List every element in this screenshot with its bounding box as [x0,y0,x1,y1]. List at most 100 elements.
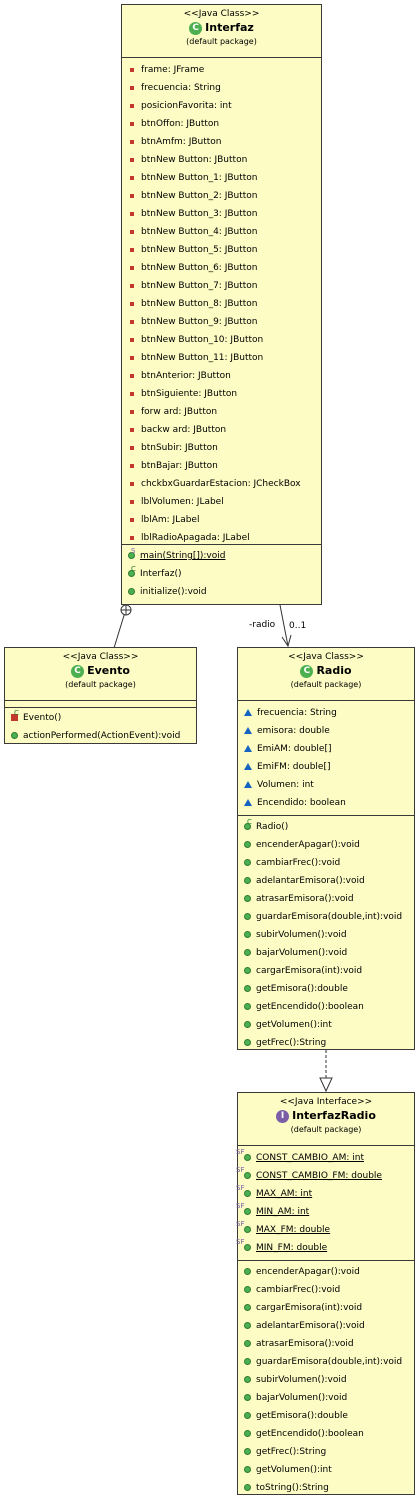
attribute-row[interactable]: lblVolumen: JLabel [122,493,321,511]
attribute-row[interactable]: frecuencia: String [122,79,321,97]
method-row[interactable]: guardarEmisora(double,int):void [238,1353,414,1371]
attribute-row[interactable]: emisora: double [238,722,414,740]
attribute-row[interactable]: btnNew Button_6: JButton [122,259,321,277]
method-row[interactable]: getFrec():String [238,1443,414,1461]
package-visibility-icon [244,745,252,752]
attribute-row[interactable]: btnNew Button_1: JButton [122,169,321,187]
attribute-row[interactable]: btnNew Button_8: JButton [122,295,321,313]
member-label: cambiarFrec():void [256,858,341,868]
static-final-icon [244,1172,251,1179]
attribute-row[interactable]: btnAmfm: JButton [122,133,321,151]
attribute-row[interactable]: EmiAM: double[] [238,740,414,758]
static-final-icon [244,1244,251,1251]
attribute-row[interactable]: btnNew Button_10: JButton [122,331,321,349]
attribute-row[interactable]: chckbxGuardarEstacion: JCheckBox [122,475,321,493]
public-icon [244,1304,251,1311]
member-label: backw ard: JButton [141,425,227,435]
member-label: btnNew Button_10: JButton [141,335,264,345]
attribute-row[interactable]: btnNew Button_5: JButton [122,241,321,259]
attribute-row[interactable]: btnNew Button: JButton [122,151,321,169]
attribute-row[interactable]: btnSiguiente: JButton [122,385,321,403]
member-label: btnBajar: JButton [141,461,218,471]
attribute-row[interactable]: btnAnterior: JButton [122,367,321,385]
private-icon [130,103,134,108]
public-icon [244,841,251,848]
attribute-row[interactable]: btnNew Button_7: JButton [122,277,321,295]
package-label: (default package) [186,37,257,46]
attribute-row[interactable]: btnNew Button_11: JButton [122,349,321,367]
attribute-row[interactable]: btnSubir: JButton [122,439,321,457]
method-row[interactable]: adelantarEmisora():void [238,1317,414,1335]
realization-arrow-icon [319,1077,333,1093]
method-row[interactable]: encenderApagar():void [238,1263,414,1281]
method-row[interactable]: getEmisora():double [238,980,414,998]
method-row[interactable]: guardarEmisora(double,int):void [238,908,414,926]
attribute-row[interactable]: lblRadioApagada: JLabel [122,529,321,547]
method-row[interactable]: subirVolumen():void [238,1371,414,1389]
method-row[interactable]: initialize():void [122,583,321,601]
attribute-row[interactable]: Encendido: boolean [238,794,414,812]
attribute-row[interactable]: frame: JFrame [122,61,321,79]
public-icon [244,877,251,884]
package-label: (default package) [290,680,362,689]
method-row[interactable]: getEncendido():boolean [238,998,414,1016]
method-row[interactable]: encenderApagar():void [238,836,414,854]
attribute-row[interactable]: btnOffon: JButton [122,115,321,133]
method-row[interactable]: getEncendido():boolean [238,1425,414,1443]
method-row[interactable]: actionPerformed(ActionEvent):void [5,727,196,745]
package-visibility-icon [244,709,252,716]
method-row[interactable]: cargarEmisora(int):void [238,962,414,980]
method-row[interactable]: bajarVolumen():void [238,1389,414,1407]
public-icon [244,1322,251,1329]
public-icon [244,1412,251,1419]
member-label: getVolumen():int [256,1020,332,1030]
stereotype: <<Java Class>> [183,9,260,19]
attribute-row[interactable]: btnNew Button_9: JButton [122,313,321,331]
member-label: btnNew Button_2: JButton [141,191,258,201]
method-row[interactable]: cargarEmisora(int):void [238,1299,414,1317]
attribute-row[interactable]: backw ard: JButton [122,421,321,439]
method-row[interactable]: atrasarEmisora():void [238,1335,414,1353]
attribute-row[interactable]: frecuencia: String [238,704,414,722]
attribute-row[interactable]: btnBajar: JButton [122,457,321,475]
method-row[interactable]: getEmisora():double [238,1407,414,1425]
attribute-row[interactable]: EmiFM: double[] [238,758,414,776]
private-icon [130,427,134,432]
attribute-row[interactable]: btnNew Button_3: JButton [122,205,321,223]
attribute-row[interactable]: forw ard: JButton [122,403,321,421]
member-label: bajarVolumen():void [256,948,348,958]
method-row[interactable]: toString():String [238,1479,414,1497]
attribute-row[interactable]: btnNew Button_4: JButton [122,223,321,241]
method-row[interactable]: cambiarFrec():void [238,1281,414,1299]
method-row[interactable]: atrasarEmisora():void [238,890,414,908]
method-row[interactable]: bajarVolumen():void [238,944,414,962]
method-row[interactable]: adelantarEmisora():void [238,872,414,890]
attribute-row[interactable]: btnNew Button_2: JButton [122,187,321,205]
method-row[interactable]: getFrec():String [238,1034,414,1052]
method-row[interactable]: getVolumen():int [238,1016,414,1034]
member-label: toString():String [256,1483,329,1493]
method-row[interactable]: cambiarFrec():void [238,854,414,872]
attribute-row[interactable]: posicionFavorita: int [122,97,321,115]
member-label: btnNew Button_1: JButton [141,173,258,183]
method-row[interactable]: getVolumen():int [238,1461,414,1479]
association-multiplicity: 0..1 [289,621,307,631]
attribute-row[interactable]: Volumen: int [238,776,414,794]
method-row[interactable]: subirVolumen():void [238,926,414,944]
attribute-row[interactable]: lblAm: JLabel [122,511,321,529]
